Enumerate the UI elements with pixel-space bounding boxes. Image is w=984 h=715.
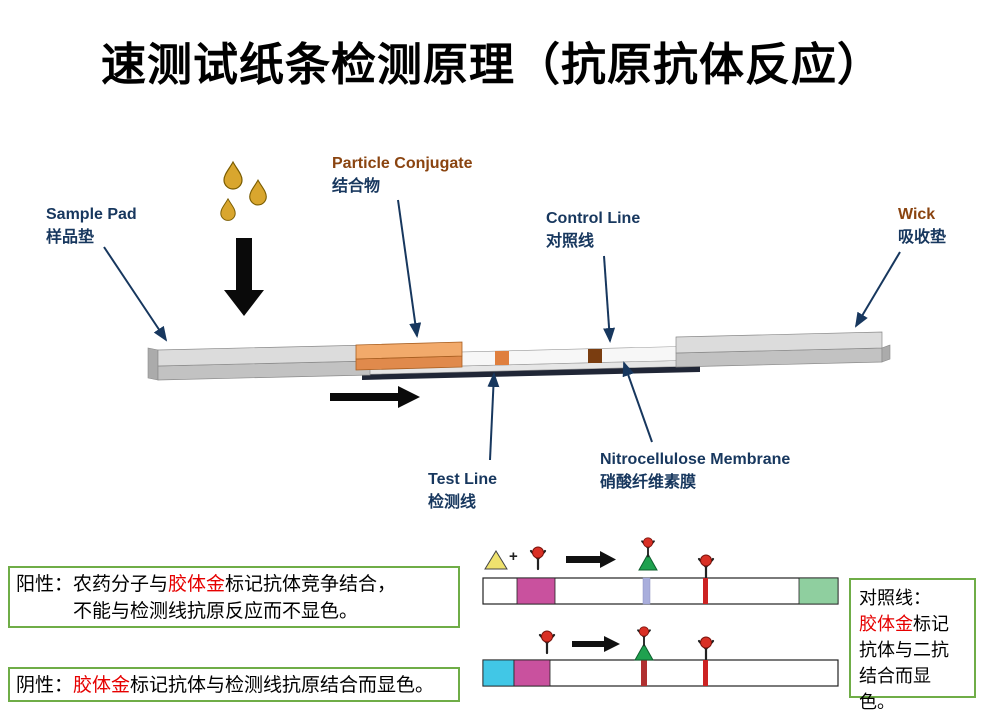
mini-strip-negative — [482, 625, 839, 687]
pesticide-triangle-icon — [484, 550, 508, 570]
wick-leader-arrow — [854, 251, 901, 328]
label-particle-conjugate: Particle Conjugate 结合物 — [332, 152, 472, 198]
particle-conjugate-en-label: Particle Conjugate — [332, 155, 473, 172]
reaction-arrow-icon — [572, 636, 620, 652]
positive-text-1: 阳性：农药分子与 — [16, 574, 169, 595]
test-line-zh-label: 检测线 — [428, 494, 477, 512]
label-wick: Wick 吸收垫 — [898, 203, 946, 249]
droplet-icon — [220, 197, 236, 221]
droplet-icon — [249, 178, 267, 206]
wick-top-surface — [675, 331, 883, 354]
gold-antibody-icon — [538, 629, 556, 655]
mini-strip-positive — [482, 536, 839, 605]
mini-test-line-blank — [642, 577, 651, 605]
control-line4: 结合而显色。 — [859, 666, 931, 712]
flow-direction-arrow-icon — [330, 386, 420, 408]
sample-pad-leader-arrow — [103, 246, 168, 342]
mini-control-line-colored — [703, 660, 708, 686]
label-membrane: Nitrocellulose Membrane 硝酸纤维素膜 — [600, 448, 790, 494]
membrane-en-label: Nitrocellulose Membrane — [600, 451, 791, 468]
particle-conjugate-zh-label: 结合物 — [332, 178, 381, 196]
label-control-line: Control Line 对照线 — [546, 207, 640, 253]
positive-highlight: 胶体金 — [168, 574, 226, 595]
control-highlight: 胶体金 — [859, 614, 913, 634]
wick-side-face — [881, 344, 891, 363]
droplet-icon — [223, 160, 243, 190]
page-title: 速测试纸条检测原理（抗原抗体反应） — [100, 39, 883, 90]
sample-droplets — [220, 160, 267, 221]
positive-line1: 阳性：农药分子与胶体金标记抗体竞争结合， — [16, 571, 452, 598]
test-line-mark — [495, 351, 509, 365]
control-line2: 胶体金标记 — [859, 611, 966, 637]
mini-conjugate-zone — [516, 577, 556, 605]
control-line-leader-arrow — [603, 255, 616, 343]
test-line-en-label: Test Line — [428, 471, 498, 488]
test-strip — [147, 331, 891, 381]
mini-conjugate-zone — [513, 659, 551, 687]
negative-text-2: 标记抗体与检测线抗原结合而显色。 — [130, 675, 435, 696]
mini-control-line-colored — [703, 578, 708, 604]
membrane-leader-arrow — [622, 361, 653, 443]
conjugate-pad-top-surface — [355, 341, 463, 360]
negative-text-1: 阴性： — [16, 675, 74, 696]
negative-note-box: 阴性：胶体金标记抗体与检测线抗原结合而显色。 — [8, 667, 460, 702]
sample-pad-side-face — [147, 347, 159, 381]
conjugate-leader-arrow — [397, 199, 422, 338]
apply-sample-arrow-icon — [224, 238, 264, 316]
positive-note-box: 阳性：农药分子与胶体金标记抗体竞争结合， 不能与检测线抗原反应而不显色。 — [8, 566, 460, 628]
control-line1: 对照线： — [859, 588, 931, 608]
label-test-line: Test Line 检测线 — [428, 468, 497, 514]
complex-antibody-icon — [641, 536, 655, 558]
wick-zh-label: 吸收垫 — [898, 229, 947, 247]
mini-wick-zone — [798, 577, 839, 605]
positive-line2: 不能与检测线抗原反应而不显色。 — [73, 601, 359, 622]
control-line-zh-label: 对照线 — [546, 233, 595, 251]
mini-test-line-colored — [641, 660, 647, 686]
mini-sample-zone — [482, 659, 515, 687]
control-note-box: 对照线： 胶体金标记 抗体与二抗 结合而显色。 — [849, 578, 976, 712]
leader-arrows — [103, 199, 901, 461]
test-line-antibody-icon — [637, 625, 651, 647]
test-line-complex-triangle-icon — [634, 642, 654, 661]
negative-line: 阴性：胶体金标记抗体与检测线抗原结合而显色。 — [16, 672, 452, 699]
gold-antibody-icon — [529, 545, 547, 571]
sample-pad-en-label: Sample Pad — [46, 206, 137, 223]
strip-backing — [362, 366, 700, 380]
control-captured-antibody-icon — [697, 553, 715, 579]
membrane-zh-label: 硝酸纤维素膜 — [600, 474, 697, 492]
wick-en-label: Wick — [898, 206, 936, 223]
plus-sign: + — [509, 548, 518, 565]
label-sample-pad: Sample Pad 样品垫 — [46, 203, 137, 249]
control-line-en-label: Control Line — [546, 210, 641, 227]
reaction-arrow-icon — [566, 551, 616, 568]
test-line-leader-arrow — [487, 372, 500, 461]
control-text-2: 标记 — [913, 614, 949, 634]
control-line3: 抗体与二抗 — [859, 640, 949, 660]
control-captured-antibody-icon — [697, 635, 715, 661]
positive-text-2: 标记抗体竞争结合， — [225, 574, 397, 595]
control-line-mark — [588, 349, 602, 363]
negative-highlight: 胶体金 — [73, 675, 131, 696]
antigen-complex-triangle-icon — [638, 552, 658, 571]
sample-pad-zh-label: 样品垫 — [46, 229, 95, 247]
